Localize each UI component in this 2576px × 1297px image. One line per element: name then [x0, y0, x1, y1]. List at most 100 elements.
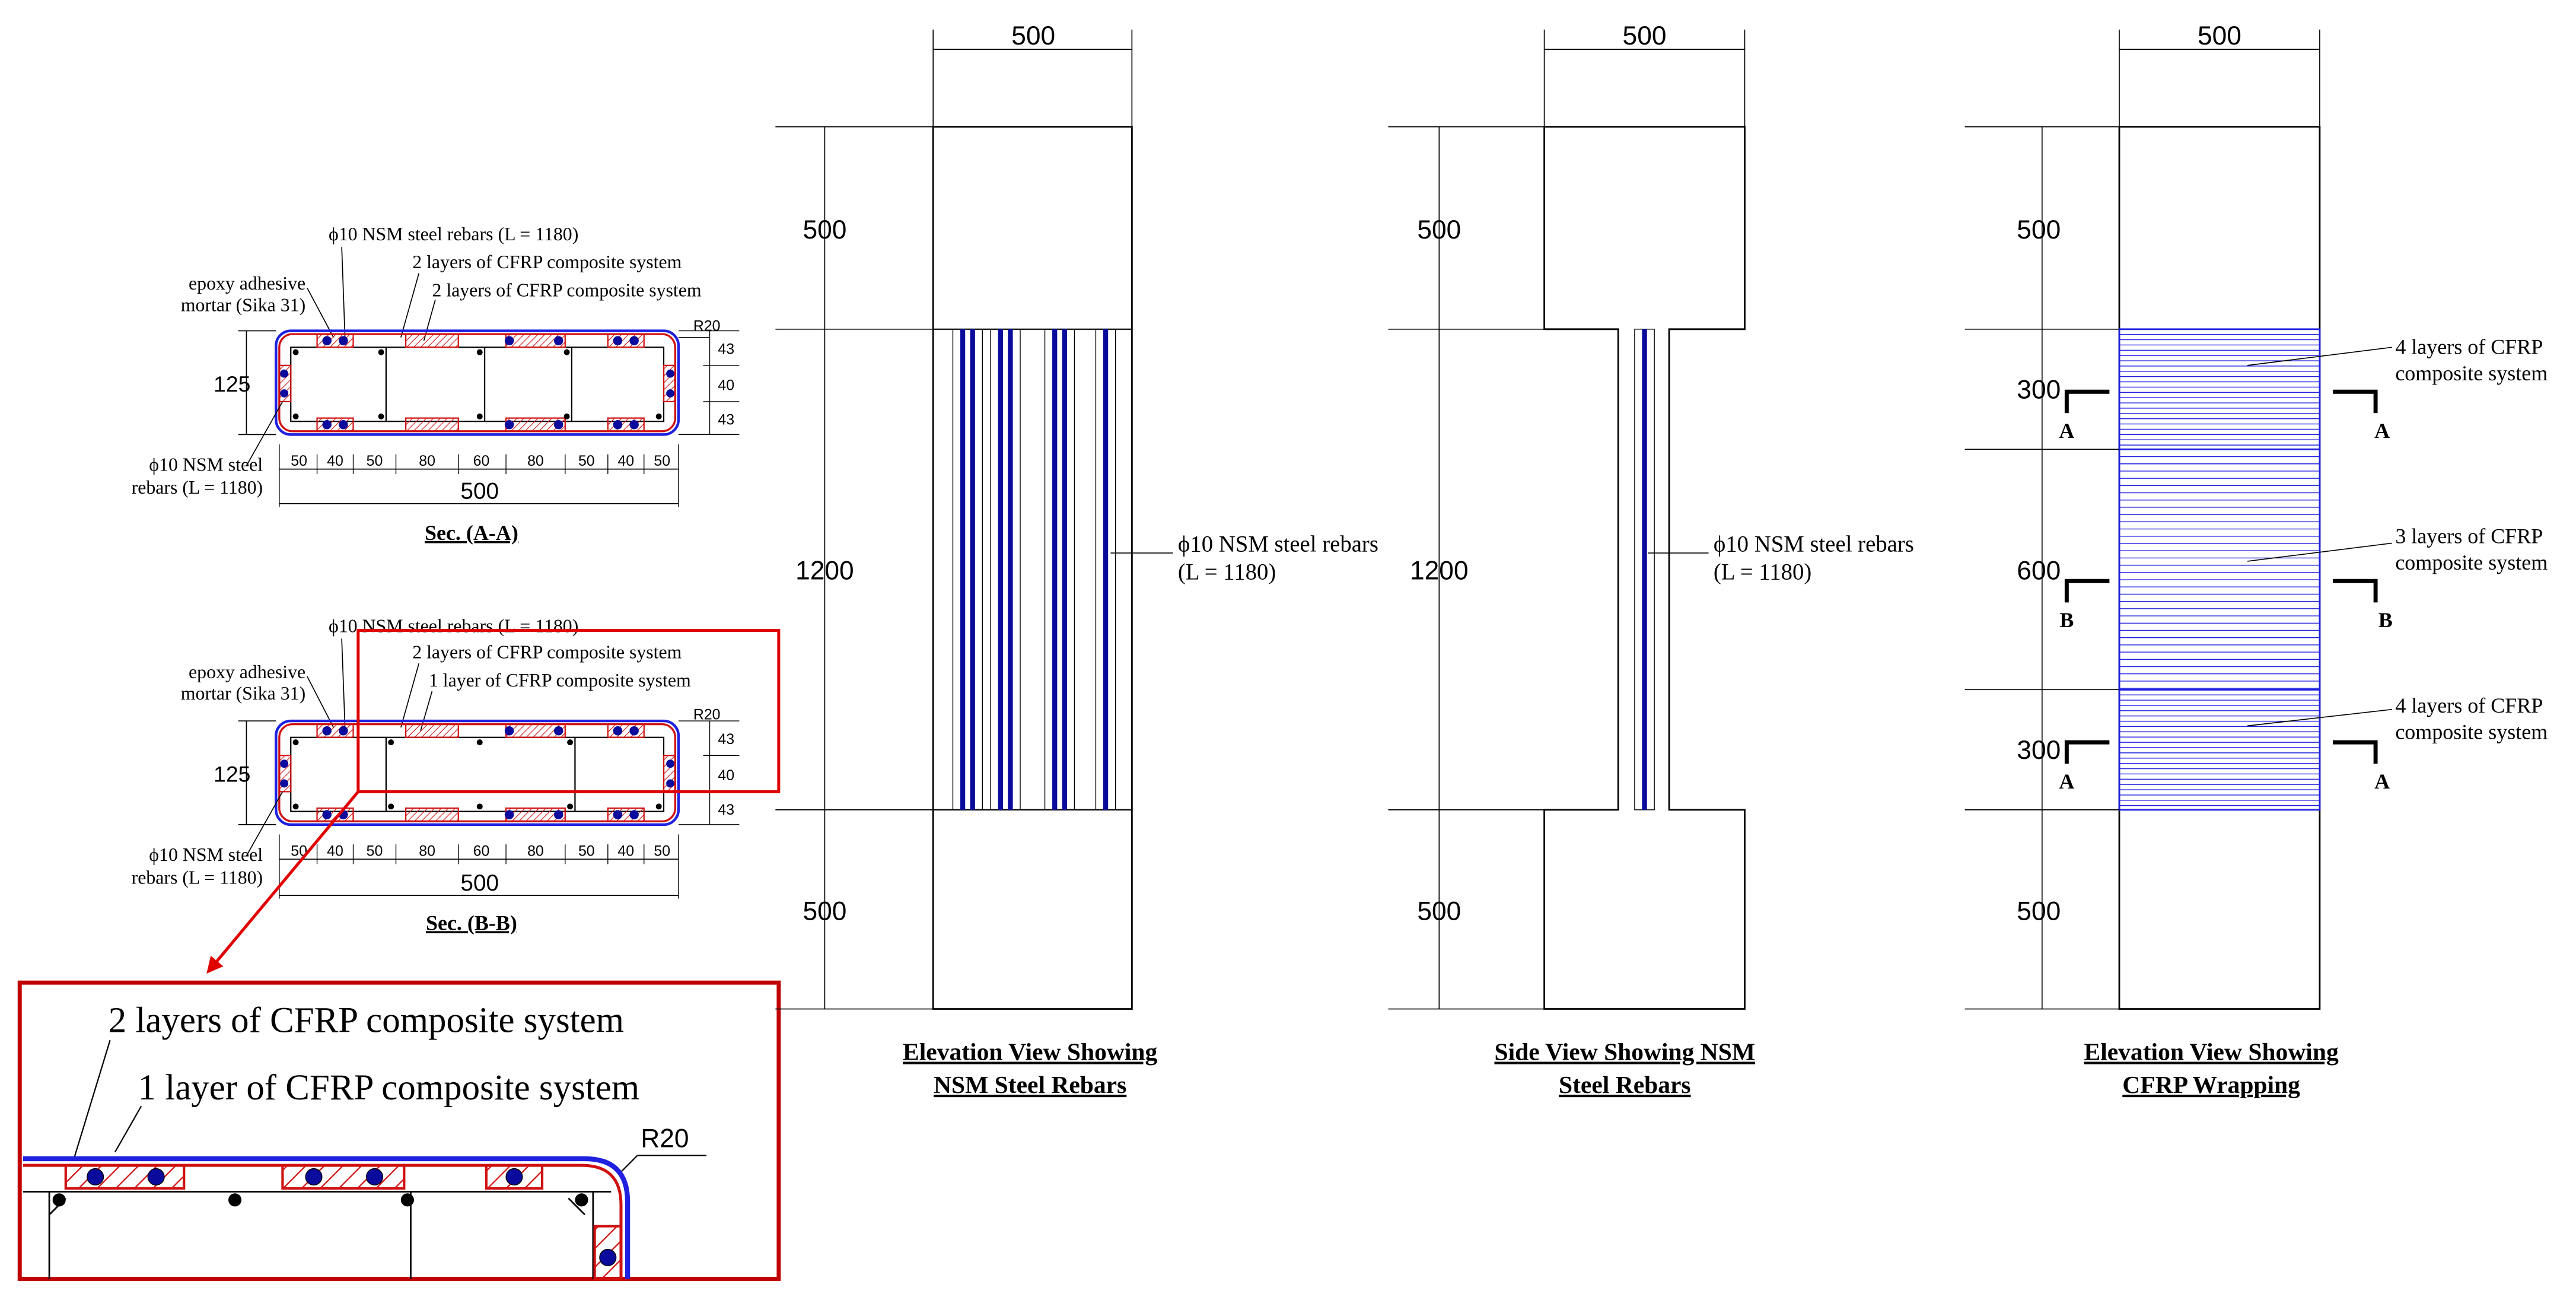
elevation-nsm-label-1: ϕ10 NSM steel rebars	[1178, 531, 1378, 557]
cfrp-zone-label-line: 4 layers of CFRP	[2395, 335, 2543, 358]
elevation-cfrp-height-dim: 300	[2017, 736, 2061, 765]
leader-line	[341, 247, 346, 338]
sec-bb-bottom-dims: 50 40 50 80 60 80 50 40 50	[279, 834, 679, 899]
sec-aa-label-epoxy-2: mortar (Sika 31)	[181, 294, 305, 315]
side-view-nsm: 500 500 1200 500 ϕ10 NSM steel rebars (L…	[1388, 21, 1914, 1098]
sec-aa-label-nsm-bot-2: rebars (L = 1180)	[132, 477, 263, 498]
section-mark-a: A	[2059, 419, 2074, 443]
sec-aa-bottom-dim: 40	[617, 453, 634, 469]
elevation-nsm-rebars	[952, 329, 1116, 810]
sec-bb-bottom-dim: 50	[578, 843, 595, 860]
cfrp-zone-label-line: composite system	[2395, 720, 2548, 744]
leader-line	[400, 663, 420, 728]
elevation-nsm-height-dim: 1200	[795, 556, 854, 585]
sec-bb-bottom-dim: 80	[419, 843, 435, 860]
sec-bb-label-nsm-top: ϕ10 NSM steel rebars (L = 1180)	[329, 615, 578, 636]
leader-line	[2247, 708, 2392, 727]
sec-aa-bottom-dim: 50	[367, 453, 383, 469]
leader-line	[307, 676, 335, 728]
sec-aa-label-cfrp-1: 2 layers of CFRP composite system	[412, 252, 682, 272]
sec-bb-bottom-dim: 40	[327, 843, 343, 860]
sec-bb-bottom-dim: 50	[367, 843, 383, 860]
sec-aa-side-dim: 40	[718, 377, 734, 393]
sec-aa-bottom-dims: 50 40 50 80 60 80 50 40 50	[279, 444, 679, 507]
sec-bb-side-dim: 43	[718, 731, 734, 748]
sec-bb-height-dim: 125	[214, 762, 250, 787]
leader-line	[400, 273, 420, 338]
side-nsm-height-dim: 500	[1417, 215, 1461, 244]
detail-callout: 2 layers of CFRP composite system 1 laye…	[17, 980, 781, 1281]
leader-line	[246, 401, 284, 466]
elevation-nsm-height-dim: 500	[803, 215, 846, 244]
elevation-nsm-title-2: NSM Steel Rebars	[934, 1071, 1126, 1098]
sec-bb-label-nsm-bot-1: ϕ10 NSM steel	[149, 844, 263, 865]
cfrp-wrap-hatching	[2119, 334, 2320, 806]
sec-bb-bottom-dim: 50	[654, 843, 670, 860]
section-a-a: ϕ10 NSM steel rebars (L = 1180) 2 layers…	[132, 224, 740, 545]
elevation-cfrp-height-dim: 500	[2017, 897, 2061, 926]
sec-bb-label-epoxy-1: epoxy adhesive	[189, 662, 305, 682]
elevation-cfrp-title-1: Elevation View Showing	[2084, 1038, 2339, 1065]
nsm-rebars	[280, 336, 674, 430]
elevation-nsm-title-1: Elevation View Showing	[903, 1038, 1157, 1065]
elevation-cfrp-title-2: CFRP Wrapping	[2122, 1071, 2300, 1098]
sec-aa-bottom-dim: 60	[473, 453, 490, 469]
sec-aa-bottom-dim: 50	[578, 453, 595, 469]
cross-section-bb	[275, 719, 680, 826]
detail-radius: R20	[641, 1124, 689, 1153]
leader-line	[114, 1105, 142, 1153]
sec-bb-label-cfrp-2: 1 layer of CFRP composite system	[429, 670, 691, 691]
elevation-nsm: 500 500 1200 500 ϕ10 NSM steel rebars (L…	[775, 21, 1378, 1098]
elevation-cfrp-height-dim: 300	[2017, 375, 2061, 404]
sec-bb-bottom-dim: 60	[473, 843, 490, 860]
section-cut-marks	[2064, 389, 2378, 764]
cross-section-aa	[275, 329, 680, 436]
section-mark-b: B	[2059, 608, 2074, 632]
detail-label-2: 1 layer of CFRP composite system	[138, 1068, 640, 1108]
sec-aa-bottom-dim: 50	[654, 453, 670, 469]
side-nsm-title-1: Side View Showing NSM	[1494, 1038, 1755, 1065]
leader-line	[246, 791, 284, 856]
elevation-cfrp-height-dim: 600	[2017, 556, 2061, 585]
detail-internal-rebars	[52, 1193, 588, 1207]
elevation-cfrp-width-dim: 500	[2198, 21, 2241, 50]
elevation-nsm-height-dim: 500	[803, 897, 846, 926]
side-nsm-label-2: (L = 1180)	[1714, 559, 1811, 584]
leader-line	[341, 638, 346, 728]
sec-bb-radius: R20	[693, 706, 721, 723]
leader-line	[2247, 542, 2392, 562]
side-nsm-label-1: ϕ10 NSM steel rebars	[1714, 531, 1914, 557]
elevation-cfrp: 500 500 300 600 300 500 A A B B A A 4 la…	[1964, 21, 2548, 1098]
cfrp-zone-label-line: 3 layers of CFRP	[2395, 524, 2543, 548]
side-nsm-title-2: Steel Rebars	[1559, 1071, 1691, 1098]
internal-rebars	[292, 739, 662, 810]
sec-aa-bottom-dim: 50	[291, 453, 307, 469]
internal-rebars	[292, 349, 662, 419]
cfrp-zone-label-line: composite system	[2395, 361, 2548, 385]
sec-aa-bottom-dim: 80	[527, 453, 544, 469]
sec-aa-label-nsm-top: ϕ10 NSM steel rebars (L = 1180)	[329, 224, 578, 244]
sec-bb-width-dim: 500	[460, 870, 499, 896]
section-b-b: ϕ10 NSM steel rebars (L = 1180) 2 layers…	[132, 615, 781, 974]
sec-bb-label-cfrp-1: 2 layers of CFRP composite system	[412, 642, 682, 663]
cfrp-zone-top	[2118, 328, 2321, 450]
elevation-nsm-width-dim: 500	[1011, 21, 1055, 50]
elevation-cfrp-height-dim: 500	[2017, 215, 2061, 244]
detail-label-1: 2 layers of CFRP composite system	[109, 1000, 624, 1040]
sec-bb-bottom-dim: 40	[617, 843, 634, 860]
cfrp-zone-bottom	[2118, 688, 2321, 811]
sec-aa-label-epoxy-1: epoxy adhesive	[189, 273, 305, 294]
sec-bb-bottom-dim: 80	[527, 843, 544, 860]
nsm-grooves-top	[316, 333, 645, 348]
sec-bb-side-dim: 43	[718, 802, 734, 818]
sec-bb-label-nsm-bot-2: rebars (L = 1180)	[132, 867, 263, 888]
nsm-rebars	[280, 726, 674, 819]
sec-aa-label-nsm-bot-1: ϕ10 NSM steel	[149, 454, 263, 475]
sec-aa-label-cfrp-2: 2 layers of CFRP composite system	[432, 279, 701, 300]
elevation-nsm-label-2: (L = 1180)	[1178, 559, 1276, 584]
sec-bb-title: Sec. (B-B)	[426, 911, 517, 934]
detail-cfrp-inner	[23, 1164, 623, 1279]
cfrp-zone-label-line: 4 layers of CFRP	[2395, 694, 2543, 717]
zoom-highlight-box	[356, 628, 781, 793]
